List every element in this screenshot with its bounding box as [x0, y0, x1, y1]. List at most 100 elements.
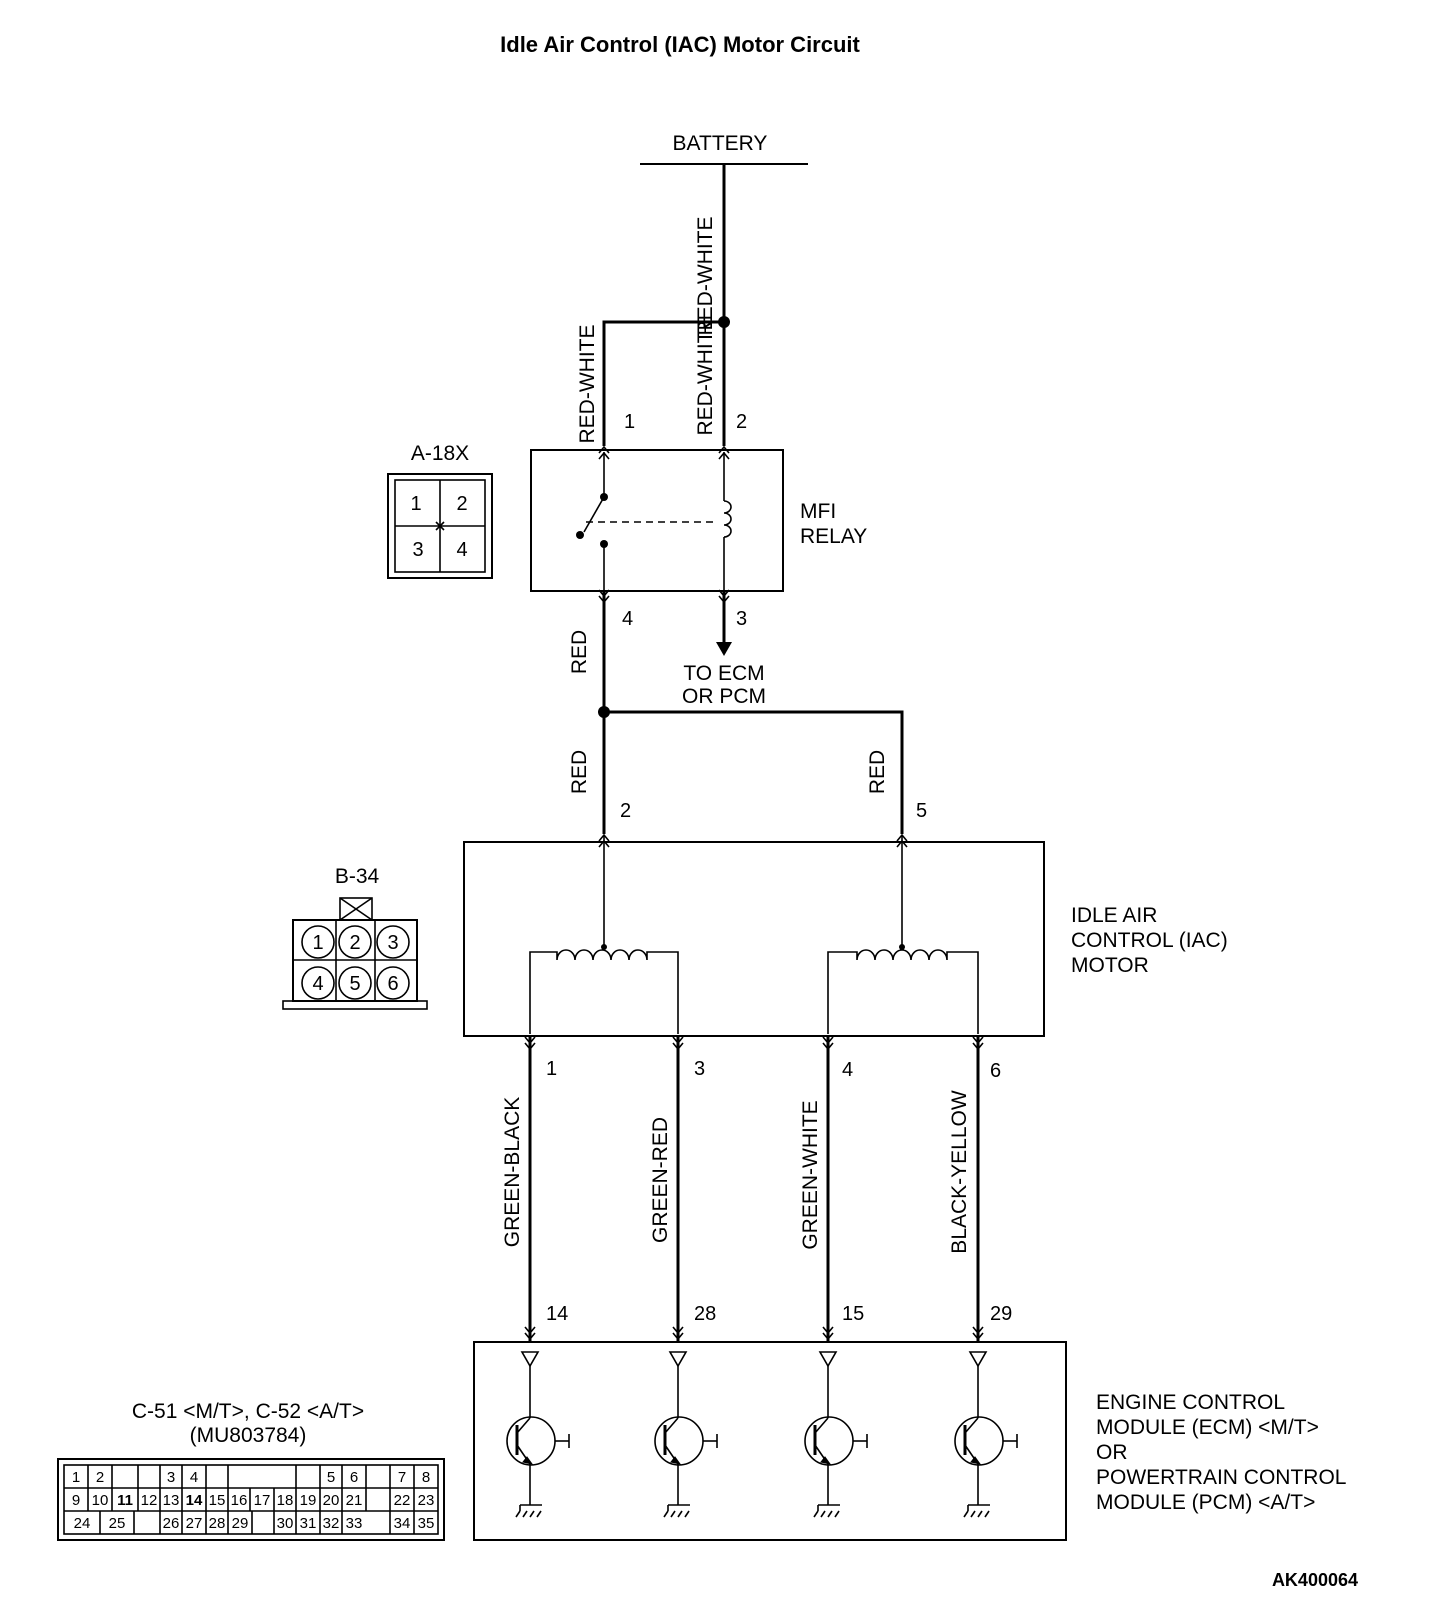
- svg-text:28: 28: [209, 1515, 226, 1532]
- svg-text:24: 24: [74, 1515, 91, 1532]
- ecm-name-line3: OR: [1096, 1441, 1128, 1464]
- driver-2: [653, 1351, 719, 1519]
- svg-text:23: 23: [418, 1492, 435, 1509]
- ecm-name-line5: MODULE (PCM) <A/T>: [1096, 1491, 1315, 1514]
- svg-text:13: 13: [163, 1492, 180, 1509]
- wire-label-iac-pin5: RED: [866, 750, 889, 794]
- relay-internals: [576, 452, 732, 590]
- ecm-drivers: [505, 1351, 1019, 1519]
- iac-name-line2: CONTROL (IAC): [1071, 929, 1228, 952]
- svg-text:20: 20: [323, 1492, 340, 1509]
- ecm-connector-id: C-51 <M/T>, C-52 <A/T>: [132, 1400, 364, 1423]
- svg-text:3: 3: [387, 932, 398, 954]
- svg-text:4: 4: [456, 539, 467, 561]
- svg-text:6: 6: [350, 1469, 358, 1486]
- iac-pin-2-label: 2: [620, 800, 631, 822]
- svg-text:3: 3: [412, 539, 423, 561]
- svg-text:35: 35: [418, 1515, 435, 1532]
- ecm-name-line4: POWERTRAIN CONTROL: [1096, 1466, 1346, 1489]
- svg-text:12: 12: [141, 1492, 158, 1509]
- iac-pin-3-label: 3: [694, 1058, 705, 1080]
- svg-text:14: 14: [186, 1492, 203, 1509]
- figure-code: AK400064: [1272, 1570, 1358, 1590]
- iac-coils: [529, 836, 979, 1034]
- iac-name-line1: IDLE AIR: [1071, 904, 1157, 927]
- wire-label-relay-out: RED: [568, 630, 591, 674]
- svg-text:34: 34: [394, 1515, 411, 1532]
- driver-3: [803, 1351, 869, 1519]
- ecm-box: [473, 1341, 1067, 1541]
- iac-pin-5-label: 5: [916, 800, 927, 822]
- iac-pin-1-label: 1: [546, 1058, 557, 1080]
- svg-text:29: 29: [232, 1515, 249, 1532]
- svg-text:27: 27: [186, 1515, 203, 1532]
- svg-text:16: 16: [231, 1492, 248, 1509]
- wire-label-iac-pin6: BLACK-YELLOW: [948, 1090, 971, 1254]
- svg-text:7: 7: [398, 1469, 406, 1486]
- wire-label-iac-pin2: RED: [568, 750, 591, 794]
- ecm-name-line2: MODULE (ECM) <M/T>: [1096, 1416, 1319, 1439]
- svg-text:15: 15: [209, 1492, 226, 1509]
- svg-text:6: 6: [387, 973, 398, 995]
- svg-text:33: 33: [346, 1515, 363, 1532]
- svg-text:21: 21: [346, 1492, 363, 1509]
- wire-label-relay-pin1: RED-WHITE: [576, 325, 599, 444]
- iac-name-line3: MOTOR: [1071, 954, 1149, 977]
- svg-text:11: 11: [117, 1492, 133, 1509]
- svg-text:17: 17: [254, 1492, 271, 1509]
- svg-text:18: 18: [277, 1492, 294, 1509]
- svg-text:5: 5: [349, 973, 360, 995]
- svg-text:22: 22: [394, 1492, 411, 1509]
- svg-text:3: 3: [167, 1469, 175, 1486]
- battery-label: BATTERY: [673, 132, 768, 155]
- svg-text:10: 10: [92, 1492, 109, 1509]
- wire-label-iac-pin4: GREEN-WHITE: [799, 1100, 822, 1249]
- relay-pin-3-label: 3: [736, 608, 747, 630]
- svg-text:9: 9: [72, 1492, 80, 1509]
- wire-label-iac-pin1: GREEN-BLACK: [501, 1097, 524, 1248]
- ecm-pin-29-label: 29: [990, 1303, 1012, 1325]
- relay-pin-2-label: 2: [736, 411, 747, 433]
- to-ecm-arrowhead: [716, 642, 732, 656]
- svg-text:1: 1: [410, 493, 421, 515]
- svg-text:2: 2: [456, 493, 467, 515]
- iac-connector-id: B-34: [335, 865, 380, 888]
- svg-text:31: 31: [300, 1515, 317, 1532]
- ecm-connector-part: (MU803784): [190, 1424, 307, 1447]
- diagram-title: Idle Air Control (IAC) Motor Circuit: [500, 32, 860, 57]
- svg-text:8: 8: [422, 1469, 430, 1486]
- driver-1: [505, 1351, 571, 1519]
- svg-text:1: 1: [72, 1469, 80, 1486]
- svg-text:1: 1: [312, 932, 323, 954]
- svg-text:30: 30: [277, 1515, 294, 1532]
- to-ecm-line1: TO ECM: [683, 662, 764, 685]
- relay-pin-1-label: 1: [624, 411, 635, 433]
- iac-pin-6-label: 6: [990, 1060, 1001, 1082]
- mfi-relay-box: [530, 449, 784, 592]
- iac-motor-box: [463, 841, 1045, 1037]
- wire-label-battery-feed: RED-WHITE: [694, 217, 717, 336]
- driver-4: [953, 1351, 1019, 1519]
- ecm-connector-icon: 1 2 3 4 5 6 7 8 9 10 11 12 13 14 15 16 1…: [57, 1458, 445, 1541]
- relay-pin-4-label: 4: [622, 608, 633, 630]
- svg-text:5: 5: [327, 1469, 335, 1486]
- to-ecm-line2: OR PCM: [682, 685, 766, 708]
- ecm-pin-28-label: 28: [694, 1303, 716, 1325]
- svg-text:26: 26: [163, 1515, 180, 1532]
- ecm-pin-14-label: 14: [546, 1303, 568, 1325]
- relay-name-line2: RELAY: [800, 525, 867, 548]
- relay-name-line1: MFI: [800, 500, 836, 523]
- ecm-pin-15-label: 15: [842, 1303, 864, 1325]
- svg-text:2: 2: [349, 932, 360, 954]
- svg-text:4: 4: [312, 973, 323, 995]
- wire-relay-pin1-feed: [602, 320, 724, 446]
- ecm-name-line1: ENGINE CONTROL: [1096, 1391, 1285, 1414]
- wire-label-iac-pin3: GREEN-RED: [649, 1117, 672, 1243]
- svg-text:25: 25: [109, 1515, 126, 1532]
- relay-connector-icon: 1 2 3 4: [387, 473, 493, 579]
- iac-connector-icon: 1 2 3 4 5 6: [282, 897, 428, 1010]
- svg-text:2: 2: [96, 1469, 104, 1486]
- wire-label-relay-pin2: RED-WHITE: [694, 317, 717, 436]
- wire-iac-pin5-feed: [604, 710, 904, 834]
